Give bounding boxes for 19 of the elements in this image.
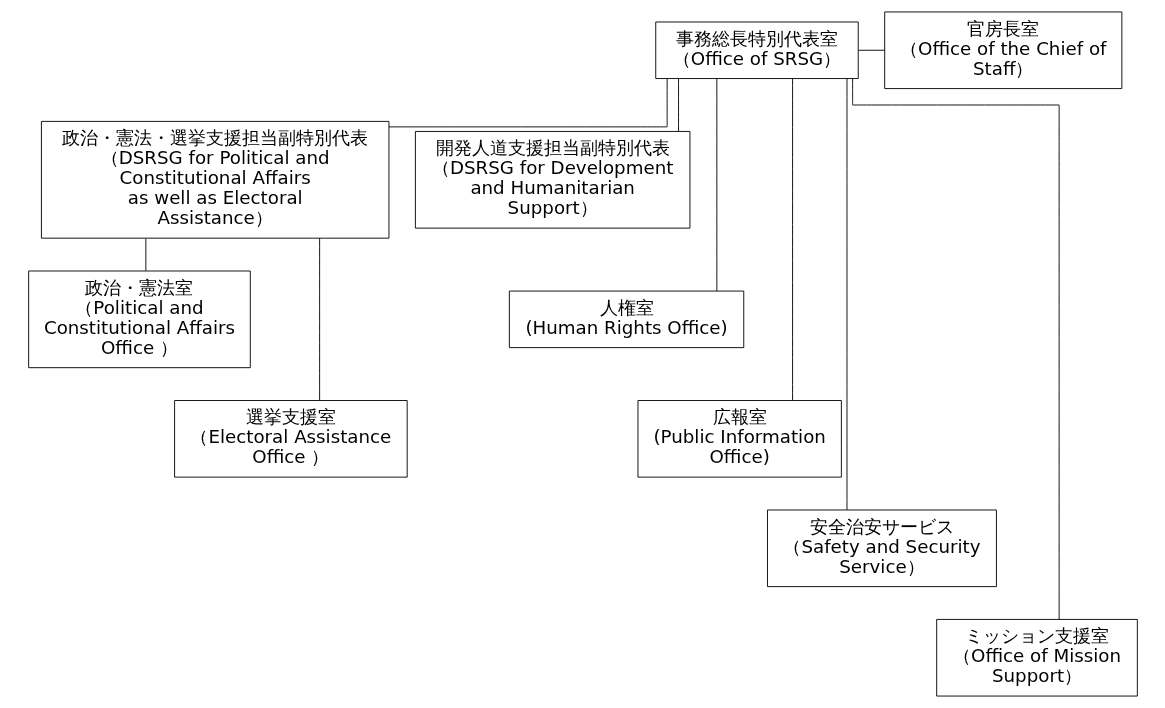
node-box: 選挙支援室 （Electoral Assistance Office ）	[173, 400, 408, 478]
connector	[715, 78, 717, 292]
node-box: 人権室 (Human Rights Office)	[508, 290, 744, 349]
connector	[857, 49, 885, 51]
connector	[851, 78, 1060, 620]
node-box: 事務総長特別代表室 （Office of SRSG）	[654, 21, 859, 79]
connector	[677, 78, 679, 132]
connector	[388, 78, 668, 128]
node-box: 官房長室 （Office of the Chief of Staff）	[883, 11, 1122, 90]
node-box: 安全治安サービス （Safety and Security Service）	[766, 509, 997, 588]
node-box: 政治・憲法室 （Political and Constitutional Affairs Office ）	[27, 270, 251, 369]
node-box: 広報室 (Public Information Office)	[637, 400, 842, 478]
connector	[318, 237, 320, 401]
connector	[791, 78, 793, 401]
node-box: 政治・憲法・選挙支援担当副特別代表 （DSRSG for Political and Constitutional Affairs as well as Electoral Assistance）	[40, 120, 389, 239]
node-box: 開発人道支援担当副特別代表 （DSRSG for Development and Humanitarian Support）	[414, 131, 690, 229]
node-box: ミッション支援室 （Office of Mission Support）	[935, 618, 1138, 697]
connector	[846, 78, 847, 511]
connector	[144, 238, 146, 272]
